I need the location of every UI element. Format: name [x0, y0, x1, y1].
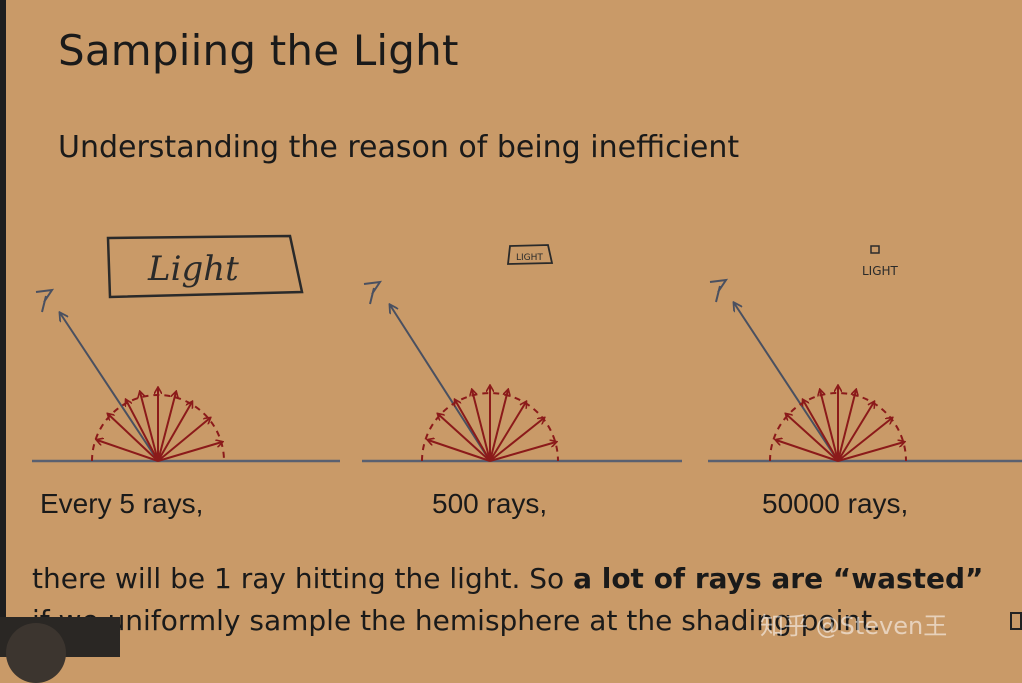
light-source-shape	[106, 234, 304, 299]
corner-icon	[1010, 612, 1022, 630]
eye-ray	[390, 305, 491, 462]
webcam-overlay	[0, 617, 120, 683]
diagram-3: LIGHT	[708, 245, 1022, 463]
sampled-rays	[428, 386, 556, 462]
sampled-rays	[97, 388, 222, 462]
light-source-shape	[506, 244, 554, 265]
footer-line-1: there will be 1 ray hitting the light. S…	[32, 562, 983, 595]
diagram-2: LIGHT	[362, 244, 682, 463]
presenter-avatar	[6, 623, 66, 683]
diagram-1: Light	[32, 234, 340, 463]
eye-icon	[363, 280, 383, 305]
rays-label-2: 500 rays,	[432, 488, 548, 519]
slide-title: Sampiing the Light	[58, 26, 459, 75]
footer-line-2: if we uniformly sample the hemisphere at…	[32, 604, 881, 637]
eye-ray	[60, 313, 159, 462]
eye-icon	[709, 278, 729, 303]
light-label: LIGHT	[862, 264, 899, 278]
rays-label-1: Every 5 rays,	[40, 488, 204, 519]
light-label: Light	[147, 249, 239, 289]
footer-text-start: there will be 1 ray hitting the light. S…	[32, 562, 574, 595]
eye-ray	[734, 303, 839, 462]
sampled-rays	[776, 386, 904, 462]
slide-subtitle: Understanding the reason of being ineffi…	[58, 130, 740, 165]
eye-icon	[35, 288, 55, 313]
hemisphere-sampling-diagrams: Light LIGHT	[32, 234, 1022, 463]
watermark: 知乎 @Steven王	[760, 612, 948, 640]
footer-text-bold: a lot of rays are “wasted”	[573, 562, 984, 595]
light-label: LIGHT	[516, 253, 543, 263]
rays-label-3: 50000 rays,	[762, 488, 909, 519]
light-source-shape	[870, 245, 880, 254]
window-edge	[0, 0, 6, 657]
